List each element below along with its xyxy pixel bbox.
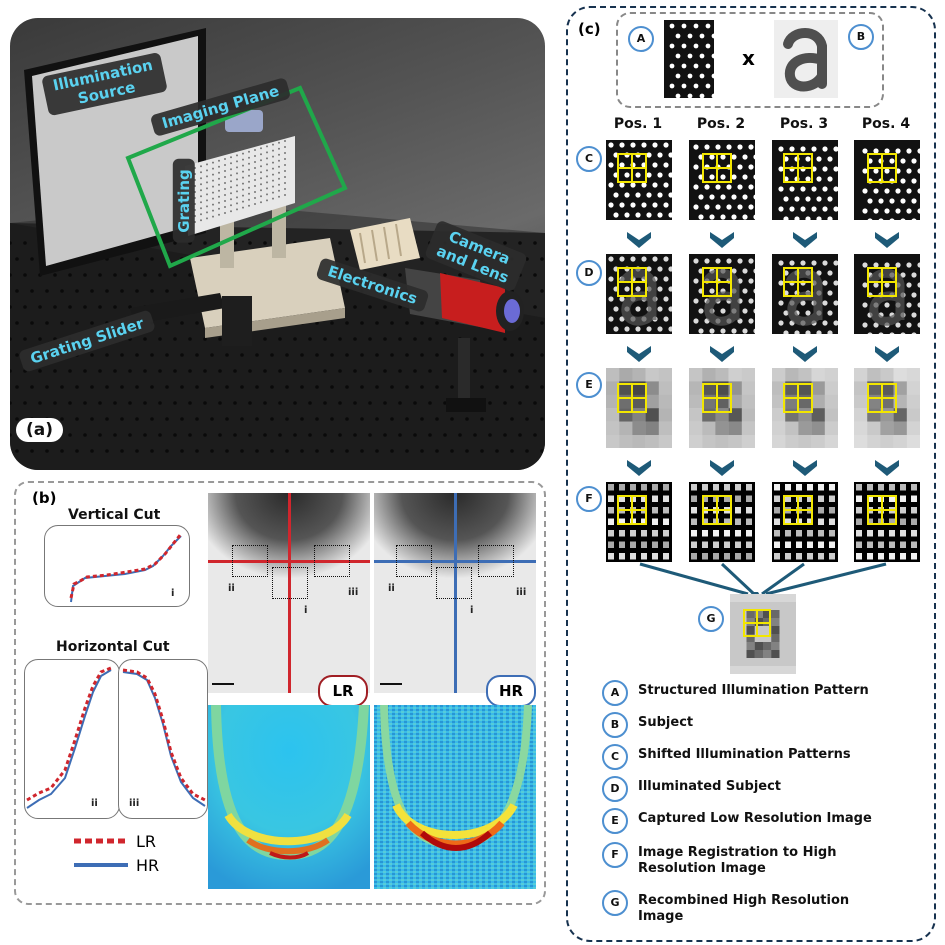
chevron-c-pos-2: [710, 232, 734, 248]
legend-circle-a: A: [602, 680, 628, 706]
panel-b-badge: (b): [32, 489, 57, 507]
legend-circle-b: B: [602, 712, 628, 738]
pos-3-label: Pos. 3: [779, 116, 829, 132]
hr-image: ii iii i: [374, 493, 536, 693]
legend-circle-d: D: [602, 776, 628, 802]
chevron-c-pos-4: [875, 232, 899, 248]
panel-a-badge: (a): [16, 418, 64, 442]
chevron-d-pos-2: [710, 346, 734, 362]
recombined-hr-image: [730, 594, 796, 674]
legend-text-a: Structured Illumination Pattern: [638, 683, 869, 698]
legend-hr-label: HR: [136, 856, 160, 875]
merge-arrows: [639, 562, 887, 602]
lr-heatmap: [208, 705, 370, 889]
tile-c-pos-2: [689, 140, 755, 220]
circle-c: C: [576, 146, 602, 172]
pos-1-label: Pos. 1: [613, 116, 663, 132]
tile-f-pos-3: [772, 482, 838, 562]
legend-circle-c: C: [602, 744, 628, 770]
vertical-cut-roman: i: [171, 588, 175, 599]
chevron-e-pos-1: [627, 460, 651, 476]
chevron-e-pos-4: [875, 460, 899, 476]
tile-e-pos-4: [854, 368, 920, 448]
tile-c-pos-3: [772, 140, 838, 220]
legend-circle-e: E: [602, 808, 628, 834]
lr-image: ii iii i: [208, 493, 370, 693]
hr-heatmap: [374, 705, 536, 889]
lr-roman-ii: ii: [228, 583, 235, 594]
tile-d-pos-4: [854, 254, 920, 334]
horizontal-cut-roman-ii: ii: [91, 798, 98, 809]
lr-roman-i: i: [304, 605, 308, 616]
circle-f: F: [576, 486, 602, 512]
legend-circle-g: G: [602, 890, 628, 916]
legend-text-f: Image Registration to High Resolution Im…: [638, 845, 837, 876]
vertical-cut-title: Vertical Cut: [68, 507, 161, 523]
chevron-d-pos-3: [793, 346, 817, 362]
circle-e: E: [576, 372, 602, 398]
tile-e-pos-2: [689, 368, 755, 448]
chevron-e-pos-2: [710, 460, 734, 476]
tile-e-pos-1: [606, 368, 672, 448]
tile-f-pos-1: [606, 482, 672, 562]
panel-a-setup-photo: Illumination Source Imaging Plane Gratin…: [10, 18, 545, 470]
panel-c-reconstruction-pipeline: (c) A x B Pos. 1 Pos. 2 Pos. 3 Pos. 4 C …: [566, 6, 936, 942]
circle-g: G: [698, 606, 724, 632]
horizontal-cut-roman-iii: iii: [129, 798, 140, 809]
subject-image: [774, 20, 838, 98]
legend-text-c: Shifted Illumination Patterns: [638, 747, 851, 762]
hr-roman-i: i: [470, 605, 474, 616]
chevron-d-pos-4: [875, 346, 899, 362]
tile-c-pos-1: [606, 140, 672, 220]
horizontal-cut-title: Horizontal Cut: [56, 639, 170, 655]
chevron-e-pos-3: [793, 460, 817, 476]
horizontal-cut-plot-ii: ii: [24, 659, 120, 819]
tile-d-pos-1: [606, 254, 672, 334]
chevron-c-pos-3: [793, 232, 817, 248]
legend-text-b: Subject: [638, 715, 694, 730]
lr-roman-iii: iii: [348, 587, 359, 598]
hr-roman-ii: ii: [388, 583, 395, 594]
legend-lr-label: LR: [136, 832, 157, 851]
hr-tag: HR: [486, 675, 536, 707]
circle-b-top: B: [848, 24, 874, 50]
chevron-c-pos-1: [627, 232, 651, 248]
tile-e-pos-3: [772, 368, 838, 448]
panel-c-badge: (c): [578, 20, 601, 38]
pipeline-grid: [568, 8, 934, 568]
panel-b-resolution-comparison: (b) Vertical Cut i Horizontal Cut ii iii…: [14, 481, 546, 905]
optical-setup-illustration: [10, 28, 545, 470]
structured-pattern-image: [664, 20, 714, 98]
label-grating: Grating: [172, 159, 195, 243]
pattern-subject-box: A x B: [616, 12, 884, 108]
tile-d-pos-2: [689, 254, 755, 334]
legend-text-d: Illuminated Subject: [638, 779, 782, 794]
circle-a-top: A: [628, 26, 654, 52]
tile-c-pos-4: [854, 140, 920, 220]
horizontal-cut-plot-iii: iii: [118, 659, 208, 819]
pos-4-label: Pos. 4: [861, 116, 911, 132]
circle-d: D: [576, 260, 602, 286]
legend-swatches: [74, 838, 128, 867]
hr-roman-iii: iii: [516, 587, 527, 598]
legend-text-e: Captured Low Resolution Image: [638, 811, 872, 826]
chevron-d-pos-1: [627, 346, 651, 362]
tile-f-pos-4: [854, 482, 920, 562]
tile-d-pos-3: [772, 254, 838, 334]
tile-f-pos-2: [689, 482, 755, 562]
multiply-sign: x: [742, 46, 755, 70]
legend-circle-f: F: [602, 842, 628, 868]
legend-text-g: Recombined High Resolution Image: [638, 893, 850, 924]
pos-2-label: Pos. 2: [696, 116, 746, 132]
lr-tag: LR: [318, 675, 368, 707]
vertical-cut-plot: i: [44, 525, 190, 607]
